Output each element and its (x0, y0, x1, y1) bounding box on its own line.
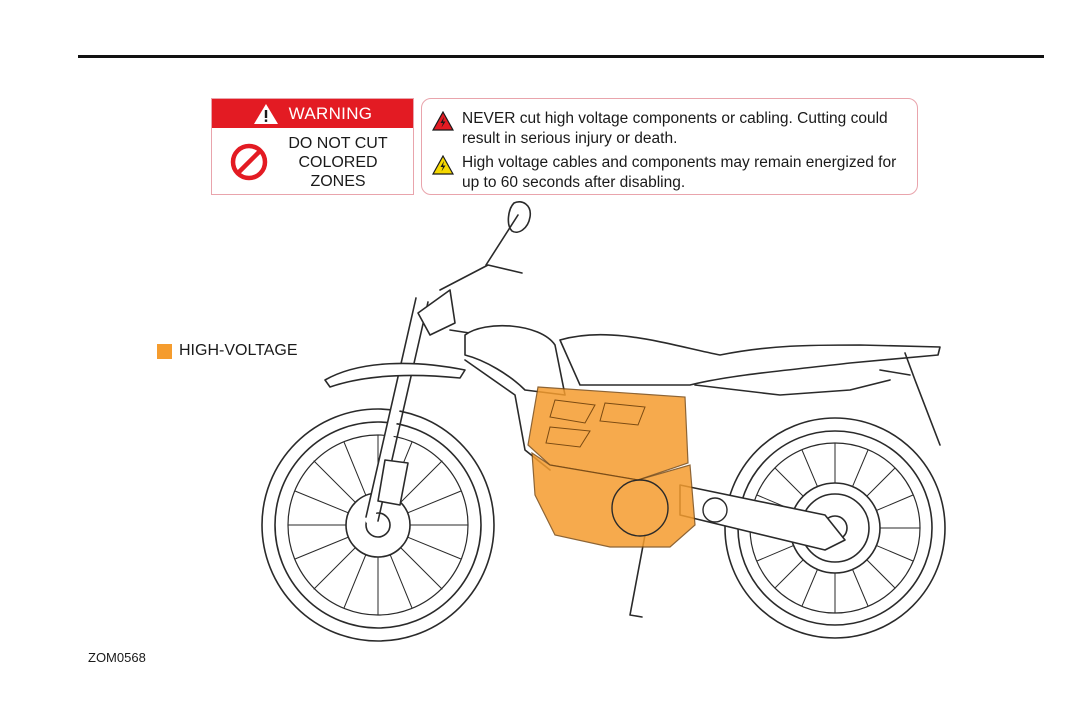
warning-line: ZONES (269, 172, 407, 191)
warning-triangle-icon (253, 103, 279, 125)
danger-triangle-icon (432, 111, 454, 131)
warning-label: WARNING DO NOT CUT COLORED ZONES (211, 98, 414, 195)
header-rule (78, 55, 1044, 58)
warning-header-text: WARNING (289, 104, 373, 124)
safety-notice-box: NEVER cut high voltage components or cab… (421, 98, 918, 195)
warning-header: WARNING (212, 99, 413, 128)
front-wheel (262, 409, 494, 641)
caution-notice: High voltage cables and components may r… (432, 153, 912, 193)
warning-message: DO NOT CUT COLORED ZONES (269, 134, 413, 191)
warning-line: COLORED (269, 153, 407, 172)
danger-notice-text: NEVER cut high voltage components or cab… (462, 109, 912, 149)
high-voltage-zones (528, 387, 695, 547)
high-voltage-swatch (157, 344, 172, 359)
warning-line: DO NOT CUT (269, 134, 407, 153)
prohibited-icon (229, 142, 269, 182)
danger-notice: NEVER cut high voltage components or cab… (432, 109, 912, 149)
caution-triangle-icon (432, 155, 454, 175)
caution-notice-text: High voltage cables and components may r… (462, 153, 912, 193)
motorcycle-illustration (250, 195, 950, 650)
figure-id: ZOM0568 (88, 650, 146, 665)
